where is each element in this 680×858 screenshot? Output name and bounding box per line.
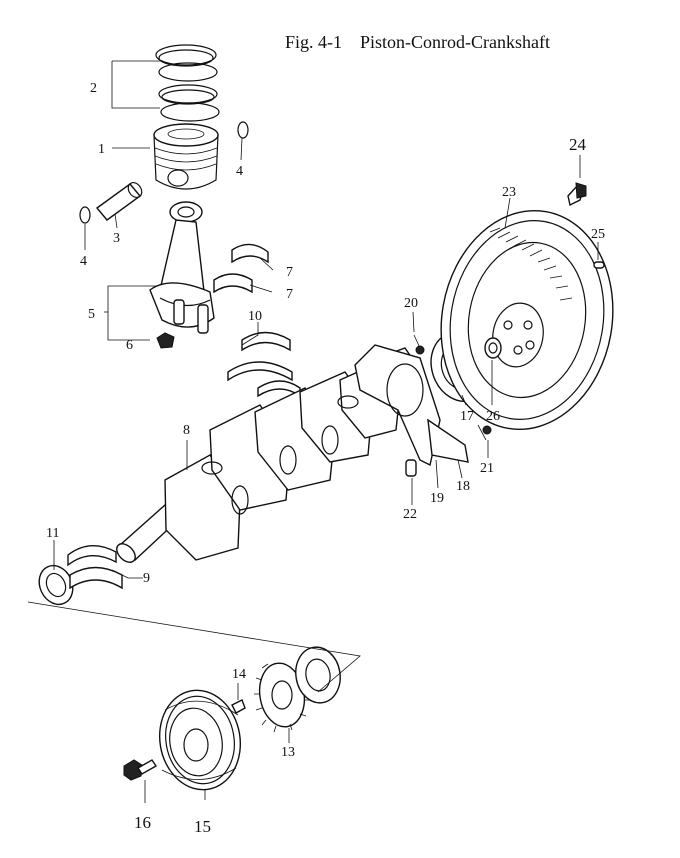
callout-21: 21 — [480, 461, 494, 476]
figure-caption: Piston-Conrod-Crankshaft — [360, 32, 550, 52]
flywheel-bolt — [567, 182, 587, 207]
callout-4-lower: 4 — [80, 254, 87, 269]
callout-9: 9 — [143, 571, 150, 586]
callout-6: 6 — [126, 338, 133, 353]
piston-pin — [95, 181, 143, 221]
figure-title: Fig. 4-1 Piston-Conrod-Crankshaft — [285, 32, 550, 53]
thrust-bearings — [227, 331, 301, 398]
callout-1: 1 — [98, 142, 105, 157]
callout-18: 18 — [456, 479, 470, 494]
callout-24: 24 — [569, 135, 587, 154]
callout-10: 10 — [248, 309, 262, 324]
piston-rings — [155, 44, 220, 122]
pilot-bearing — [484, 337, 502, 359]
callout-11: 11 — [46, 526, 59, 541]
front-oil-seal — [38, 564, 74, 606]
main-bearings — [67, 545, 123, 590]
callout-labels-large: 24 16 15 — [134, 135, 587, 836]
dowel-pin — [405, 459, 417, 477]
callout-25: 25 — [591, 227, 605, 242]
assembly-line — [27, 601, 361, 693]
flywheel-pin — [593, 261, 605, 269]
callout-4-upper: 4 — [236, 164, 243, 179]
piston — [153, 123, 219, 190]
callout-13: 13 — [281, 745, 295, 760]
crankshaft-pulley — [158, 689, 242, 791]
callout-14: 14 — [232, 667, 246, 682]
conrod-nut — [156, 332, 175, 349]
conrod-bearings — [213, 243, 269, 294]
pulley-bolt — [123, 759, 157, 781]
callout-15: 15 — [194, 817, 211, 836]
gear-key — [231, 699, 246, 714]
bolt-21 — [477, 424, 492, 441]
callout-16: 16 — [134, 813, 151, 832]
callout-3: 3 — [113, 231, 120, 246]
callout-5: 5 — [88, 307, 95, 322]
thrust-washer — [295, 646, 341, 704]
callout-19: 19 — [430, 491, 444, 506]
oil-seal-retainer — [354, 344, 469, 467]
callout-8: 8 — [183, 423, 190, 438]
snap-ring-lower — [79, 206, 91, 224]
snap-ring-upper — [237, 121, 249, 139]
callout-17: 17 — [460, 409, 474, 424]
connecting-rod — [149, 201, 215, 334]
figure-number: Fig. 4-1 — [285, 32, 343, 52]
callout-26: 26 — [486, 409, 500, 424]
callout-labels: 2 1 4 3 4 7 7 5 10 6 8 11 9 20 17 26 21 … — [46, 81, 605, 760]
leader-lines — [53, 60, 599, 803]
flywheel — [440, 209, 614, 431]
bolt-20 — [413, 334, 425, 355]
callout-23: 23 — [502, 185, 516, 200]
callout-2: 2 — [90, 81, 97, 96]
callout-7-upper: 7 — [286, 265, 293, 280]
callout-20: 20 — [404, 296, 418, 311]
callout-22: 22 — [403, 507, 417, 522]
callout-7-lower: 7 — [286, 287, 293, 302]
